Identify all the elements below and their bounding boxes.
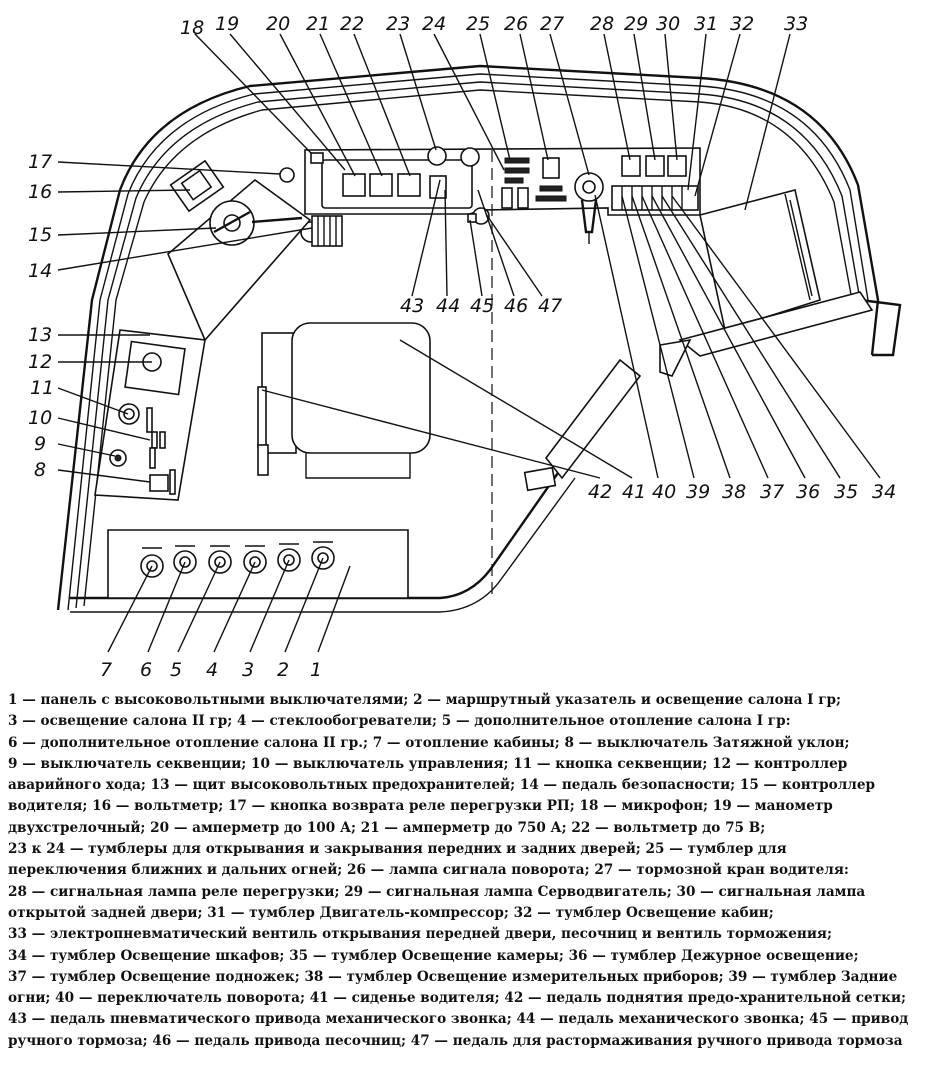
fuse-board bbox=[94, 329, 206, 501]
label-40: 40 bbox=[652, 481, 676, 503]
label-2: 2 bbox=[277, 659, 289, 681]
leader-lines bbox=[57, 33, 881, 653]
pedal-42 bbox=[544, 358, 642, 480]
label-43: 43 bbox=[400, 295, 424, 317]
instrument-panel bbox=[300, 146, 701, 247]
caption-line: 6 — дополнительное отопление салона II г… bbox=[8, 734, 850, 751]
label-15: 15 bbox=[28, 224, 52, 246]
legend-caption: 1 — панель с высоковольтными выключателя… bbox=[8, 690, 920, 1052]
caption-line: 23 к 24 — тумблеры для открывания и закр… bbox=[8, 841, 787, 858]
label-33: 33 bbox=[784, 13, 808, 35]
cab-layout-diagram: 18 19 20 21 22 23 24 25 26 27 28 29 30 3… bbox=[28, 13, 902, 681]
label-6: 6 bbox=[140, 659, 152, 681]
caption-line: 1 — панель с высоковольтными выключателя… bbox=[8, 692, 842, 708]
caption-line: 43 — педаль пневматического привода меха… bbox=[8, 1011, 909, 1028]
caption-line: 34 — тумблер Освещение шкафов; 35 — тумб… bbox=[8, 947, 859, 964]
label-42: 42 bbox=[588, 481, 612, 503]
label-7: 7 bbox=[100, 659, 112, 681]
label-22: 22 bbox=[340, 13, 364, 35]
label-10: 10 bbox=[28, 407, 52, 429]
label-4: 4 bbox=[206, 659, 218, 681]
caption-line: открытой задней двери; 31 — тумблер Двиг… bbox=[8, 904, 774, 921]
caption-line: 9 — выключатель секвенции; 10 — выключат… bbox=[8, 755, 848, 772]
label-27: 27 bbox=[540, 13, 564, 35]
label-38: 38 bbox=[722, 481, 746, 503]
label-34: 34 bbox=[872, 481, 896, 503]
label-28: 28 bbox=[590, 13, 614, 35]
label-39: 39 bbox=[686, 481, 710, 503]
caption-line: 37 — тумблер Освещение подножек; 38 — ту… bbox=[8, 968, 898, 985]
label-32: 32 bbox=[730, 13, 754, 35]
label-16: 16 bbox=[28, 181, 52, 203]
label-23: 23 bbox=[386, 13, 410, 35]
label-9: 9 bbox=[34, 433, 46, 455]
label-47: 47 bbox=[538, 295, 562, 317]
label-20: 20 bbox=[266, 13, 290, 35]
right-console bbox=[699, 189, 821, 332]
caption-line: 28 — сигнальная лампа реле перегрузки; 2… bbox=[8, 883, 866, 900]
caption-line: 3 — освещение салона II гр; 4 — стеклооб… bbox=[8, 713, 791, 730]
label-37: 37 bbox=[760, 481, 784, 503]
label-31: 31 bbox=[694, 13, 718, 35]
caption-line: аварийного хода; 13 — щит высоковольтных… bbox=[8, 777, 876, 794]
label-13: 13 bbox=[28, 324, 52, 346]
label-8: 8 bbox=[34, 459, 46, 481]
label-12: 12 bbox=[28, 351, 52, 373]
label-46: 46 bbox=[504, 295, 528, 317]
caption-line: 33 — электропневматический вентиль откры… bbox=[8, 926, 832, 943]
label-35: 35 bbox=[834, 481, 858, 503]
caption-line: переключения ближних и дальних огней; 26… bbox=[8, 862, 849, 879]
label-17: 17 bbox=[28, 151, 52, 173]
label-36: 36 bbox=[796, 481, 820, 503]
label-11: 11 bbox=[30, 377, 54, 399]
left-console bbox=[167, 159, 312, 342]
label-14: 14 bbox=[28, 260, 52, 282]
label-1: 1 bbox=[310, 659, 322, 681]
driver-seat bbox=[257, 322, 431, 479]
floor-edge bbox=[70, 469, 561, 600]
callout-numbers: 18 19 20 21 22 23 24 25 26 27 28 29 30 3… bbox=[28, 13, 896, 681]
label-18: 18 bbox=[180, 17, 204, 39]
label-41: 41 bbox=[622, 481, 646, 503]
caption-line: ручного тормоза; 46 — педаль привода пес… bbox=[8, 1032, 903, 1049]
label-24: 24 bbox=[422, 13, 446, 35]
label-26: 26 bbox=[504, 13, 528, 35]
label-3: 3 bbox=[242, 659, 254, 681]
label-29: 29 bbox=[624, 13, 648, 35]
label-44: 44 bbox=[436, 295, 460, 317]
hv-switch-panel bbox=[107, 529, 409, 599]
label-30: 30 bbox=[656, 13, 680, 35]
caption-line: двухстрелочный; 20 — амперметр до 100 А;… bbox=[8, 819, 766, 836]
label-25: 25 bbox=[466, 13, 490, 35]
caption-line: водителя; 16 — вольтметр; 17 — кнопка во… bbox=[8, 798, 833, 815]
front-door-rail bbox=[678, 291, 874, 357]
label-21: 21 bbox=[306, 13, 330, 35]
caption-line: огни; 40 — переключатель поворота; 41 — … bbox=[8, 990, 907, 1007]
label-5: 5 bbox=[170, 659, 182, 681]
label-19: 19 bbox=[215, 13, 239, 35]
label-45: 45 bbox=[470, 295, 494, 317]
